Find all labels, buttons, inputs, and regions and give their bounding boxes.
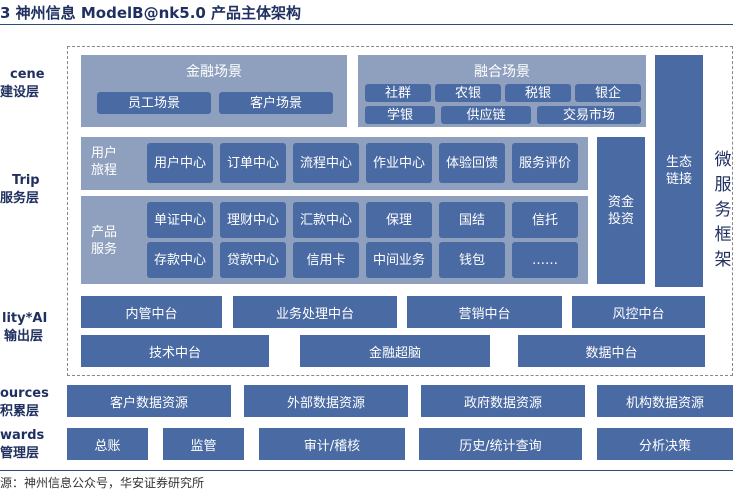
layer-label-ability: lity*AI 输出层 (2, 311, 48, 344)
product-service-label: 产品服务 (91, 225, 118, 257)
finance-scene-item: 员工场景 (97, 92, 211, 114)
user-journey-item: 体验回馈 (439, 143, 505, 183)
resource-box: 政府数据资源 (421, 385, 585, 417)
capital-investment-column: 资金投资 (597, 137, 645, 284)
product-service-item: 中间业务 (366, 242, 432, 278)
layer-label-sources: ources 积累层 (0, 386, 49, 419)
resource-box: 客户数据资源 (67, 385, 231, 417)
product-service-item: 汇款中心 (293, 202, 359, 238)
user-journey-label: 用户旅程 (91, 146, 118, 178)
user-journey-item: 流程中心 (293, 143, 359, 183)
product-service-item: …… (512, 242, 578, 278)
fusion-scene-item: 农银 (435, 84, 501, 102)
fusion-scene-item: 交易市场 (537, 106, 641, 124)
finance-scene-panel: 金融场景 员工场景 客户场景 (81, 55, 347, 127)
user-journey-item: 服务评价 (512, 143, 578, 183)
management-box: 总账 (67, 428, 148, 460)
management-box: 审计/稽核 (259, 428, 405, 460)
management-box: 监管 (163, 428, 244, 460)
product-service-item: 国结 (439, 202, 505, 238)
platform-box: 营销中台 (407, 296, 562, 328)
fusion-scene-item: 学银 (365, 106, 435, 124)
platform-box: 数据中台 (518, 335, 705, 367)
user-journey-panel: 用户旅程 用户中心 订单中心 流程中心 作业中心 体验回馈 服务评价 (81, 137, 588, 190)
figure-title: 3 神州信息 ModelB@nk5.0 产品主体架构 (0, 4, 302, 22)
fusion-scene-item: 社群 (365, 84, 431, 102)
product-service-item: 贷款中心 (220, 242, 286, 278)
product-service-item: 理财中心 (220, 202, 286, 238)
product-service-item: 信用卡 (293, 242, 359, 278)
layer-label-scene: cene 建设层 (0, 67, 45, 100)
product-service-item: 信托 (512, 202, 578, 238)
product-service-item: 单证中心 (147, 202, 213, 238)
product-service-item: 钱包 (439, 242, 505, 278)
platform-box: 业务处理中台 (233, 296, 397, 328)
title-divider (0, 24, 733, 25)
platform-box: 风控中台 (572, 296, 705, 328)
finance-scene-title: 金融场景 (186, 64, 242, 80)
platform-box: 内管中台 (81, 296, 222, 328)
ecosystem-column: 生态链接 (655, 55, 703, 287)
product-service-item: 保理 (366, 202, 432, 238)
finance-scene-item: 客户场景 (219, 92, 333, 114)
fusion-scene-item: 供应链 (441, 106, 531, 124)
fusion-scene-item: 银企 (575, 84, 641, 102)
fusion-scene-title: 融合场景 (474, 64, 530, 80)
source-note: 源：神州信息公众号，华安证券研究所 (0, 476, 205, 490)
platform-box: 金融超脑 (300, 335, 490, 367)
user-journey-item: 作业中心 (366, 143, 432, 183)
layer-label-rewards: wards 管理层 (0, 428, 45, 461)
user-journey-item: 订单中心 (220, 143, 286, 183)
source-divider (0, 470, 733, 471)
fusion-scene-panel: 融合场景 社群 农银 税银 银企 学银 供应链 交易市场 (358, 55, 646, 127)
resource-box: 外部数据资源 (244, 385, 408, 417)
microservice-framework-label: 微服务框架 (714, 150, 732, 270)
resource-box: 机构数据资源 (597, 385, 733, 417)
product-service-panel: 产品服务 单证中心 理财中心 汇款中心 保理 国结 信托 存款中心 贷款中心 信… (81, 196, 588, 284)
product-service-item: 存款中心 (147, 242, 213, 278)
fusion-scene-item: 税银 (505, 84, 571, 102)
management-box: 分析决策 (597, 428, 733, 460)
management-box: 历史/统计查询 (419, 428, 582, 460)
user-journey-item: 用户中心 (147, 143, 213, 183)
platform-box: 技术中台 (81, 335, 269, 367)
layer-label-trip: Trip 服务层 (0, 173, 40, 206)
